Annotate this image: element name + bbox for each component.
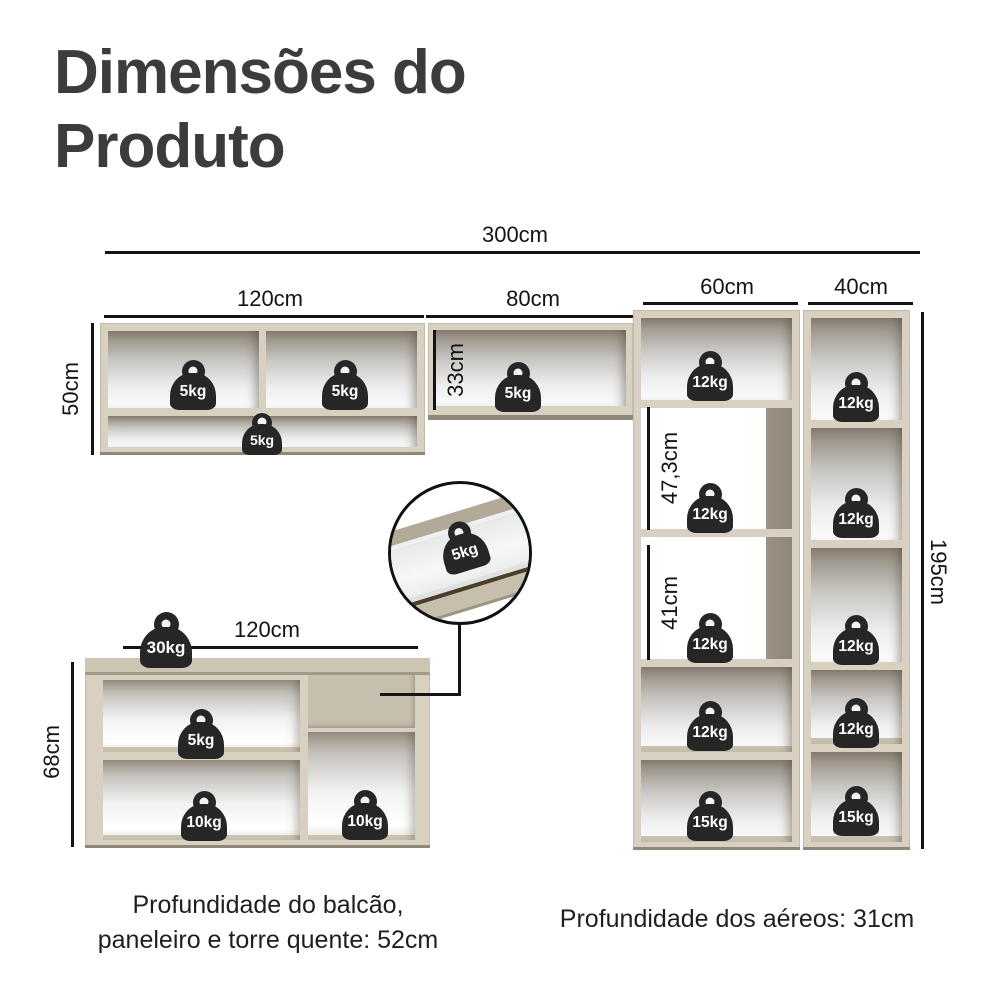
weight-icon: 30kg bbox=[140, 612, 192, 668]
weight-icon: 12kg bbox=[833, 615, 879, 665]
weight-icon: 5kg bbox=[178, 709, 224, 759]
dim-tower-height-label: 195cm bbox=[926, 538, 951, 606]
weight-icon: 12kg bbox=[687, 701, 733, 751]
dim-aerial-left-width-label: 120cm bbox=[236, 286, 304, 311]
dim-tower-height-line bbox=[921, 312, 924, 849]
weight-icon: 10kg bbox=[181, 791, 227, 841]
weight-icon: 15kg bbox=[833, 786, 879, 836]
caption-counter-depth: Profundidade do balcão, paneleiro e torr… bbox=[97, 891, 439, 954]
weight-icon: 10kg bbox=[342, 790, 388, 840]
dim-niche-lower-height-label: 41cm bbox=[657, 576, 682, 630]
weight-icon: 15kg bbox=[687, 791, 733, 841]
dim-aerial-center-height-label: 33cm bbox=[443, 343, 468, 397]
weight-icon: 5kg bbox=[242, 413, 282, 455]
dim-aerial-left-width-line bbox=[104, 315, 424, 318]
callout-connector-horizontal bbox=[380, 693, 461, 696]
weight-icon: 12kg bbox=[833, 372, 879, 422]
drawer-front bbox=[308, 675, 415, 728]
dim-niche-lower-height-line bbox=[647, 545, 650, 660]
dim-counter-height-label: 68cm bbox=[39, 725, 64, 779]
dim-counter-width-label: 120cm bbox=[233, 617, 301, 642]
dim-aerial-center-width-line bbox=[426, 315, 633, 318]
dim-tower-width-label: 60cm bbox=[700, 274, 754, 299]
weight-icon: 12kg bbox=[687, 483, 733, 533]
side-tower-bottom-edge bbox=[803, 847, 910, 850]
dim-tower-width-line bbox=[643, 302, 798, 305]
weight-icon: 5kg bbox=[170, 360, 216, 410]
dim-counter-width-line bbox=[123, 646, 418, 649]
weight-icon: 12kg bbox=[833, 698, 879, 748]
weight-icon: 12kg bbox=[833, 488, 879, 538]
aerial-center-bottom-edge bbox=[428, 415, 633, 420]
dim-total-width-label: 300cm bbox=[481, 222, 549, 247]
dim-total-width-line bbox=[105, 251, 920, 254]
weight-icon: 5kg bbox=[322, 360, 368, 410]
dim-aerial-center-height-line bbox=[433, 330, 436, 410]
weight-icon: 5kg bbox=[495, 362, 541, 412]
counter-top-surface bbox=[85, 658, 430, 675]
page-title: Dimensões do Produto bbox=[54, 38, 467, 182]
dim-niche-upper-height-label: 47,3cm bbox=[657, 431, 682, 505]
dim-counter-height-line bbox=[71, 662, 74, 847]
dim-aerial-height-line bbox=[91, 323, 94, 455]
weight-icon: 12kg bbox=[687, 613, 733, 663]
dim-aerial-center-width-label: 80cm bbox=[506, 286, 560, 311]
callout-connector-vertical bbox=[458, 623, 461, 696]
dim-side-tower-width-line bbox=[808, 302, 913, 305]
dim-niche-upper-height-line bbox=[647, 407, 650, 530]
tower-bottom-edge bbox=[633, 847, 800, 850]
dim-side-tower-width-label: 40cm bbox=[834, 274, 888, 299]
drawer-zoom-detail: 5kg bbox=[388, 481, 532, 625]
counter-bottom-edge bbox=[85, 845, 430, 848]
dim-aerial-height-label: 50cm bbox=[58, 362, 83, 416]
caption-aerial-depth: Profundidade dos aéreos: 31cm bbox=[559, 905, 915, 933]
weight-icon: 12kg bbox=[687, 351, 733, 401]
